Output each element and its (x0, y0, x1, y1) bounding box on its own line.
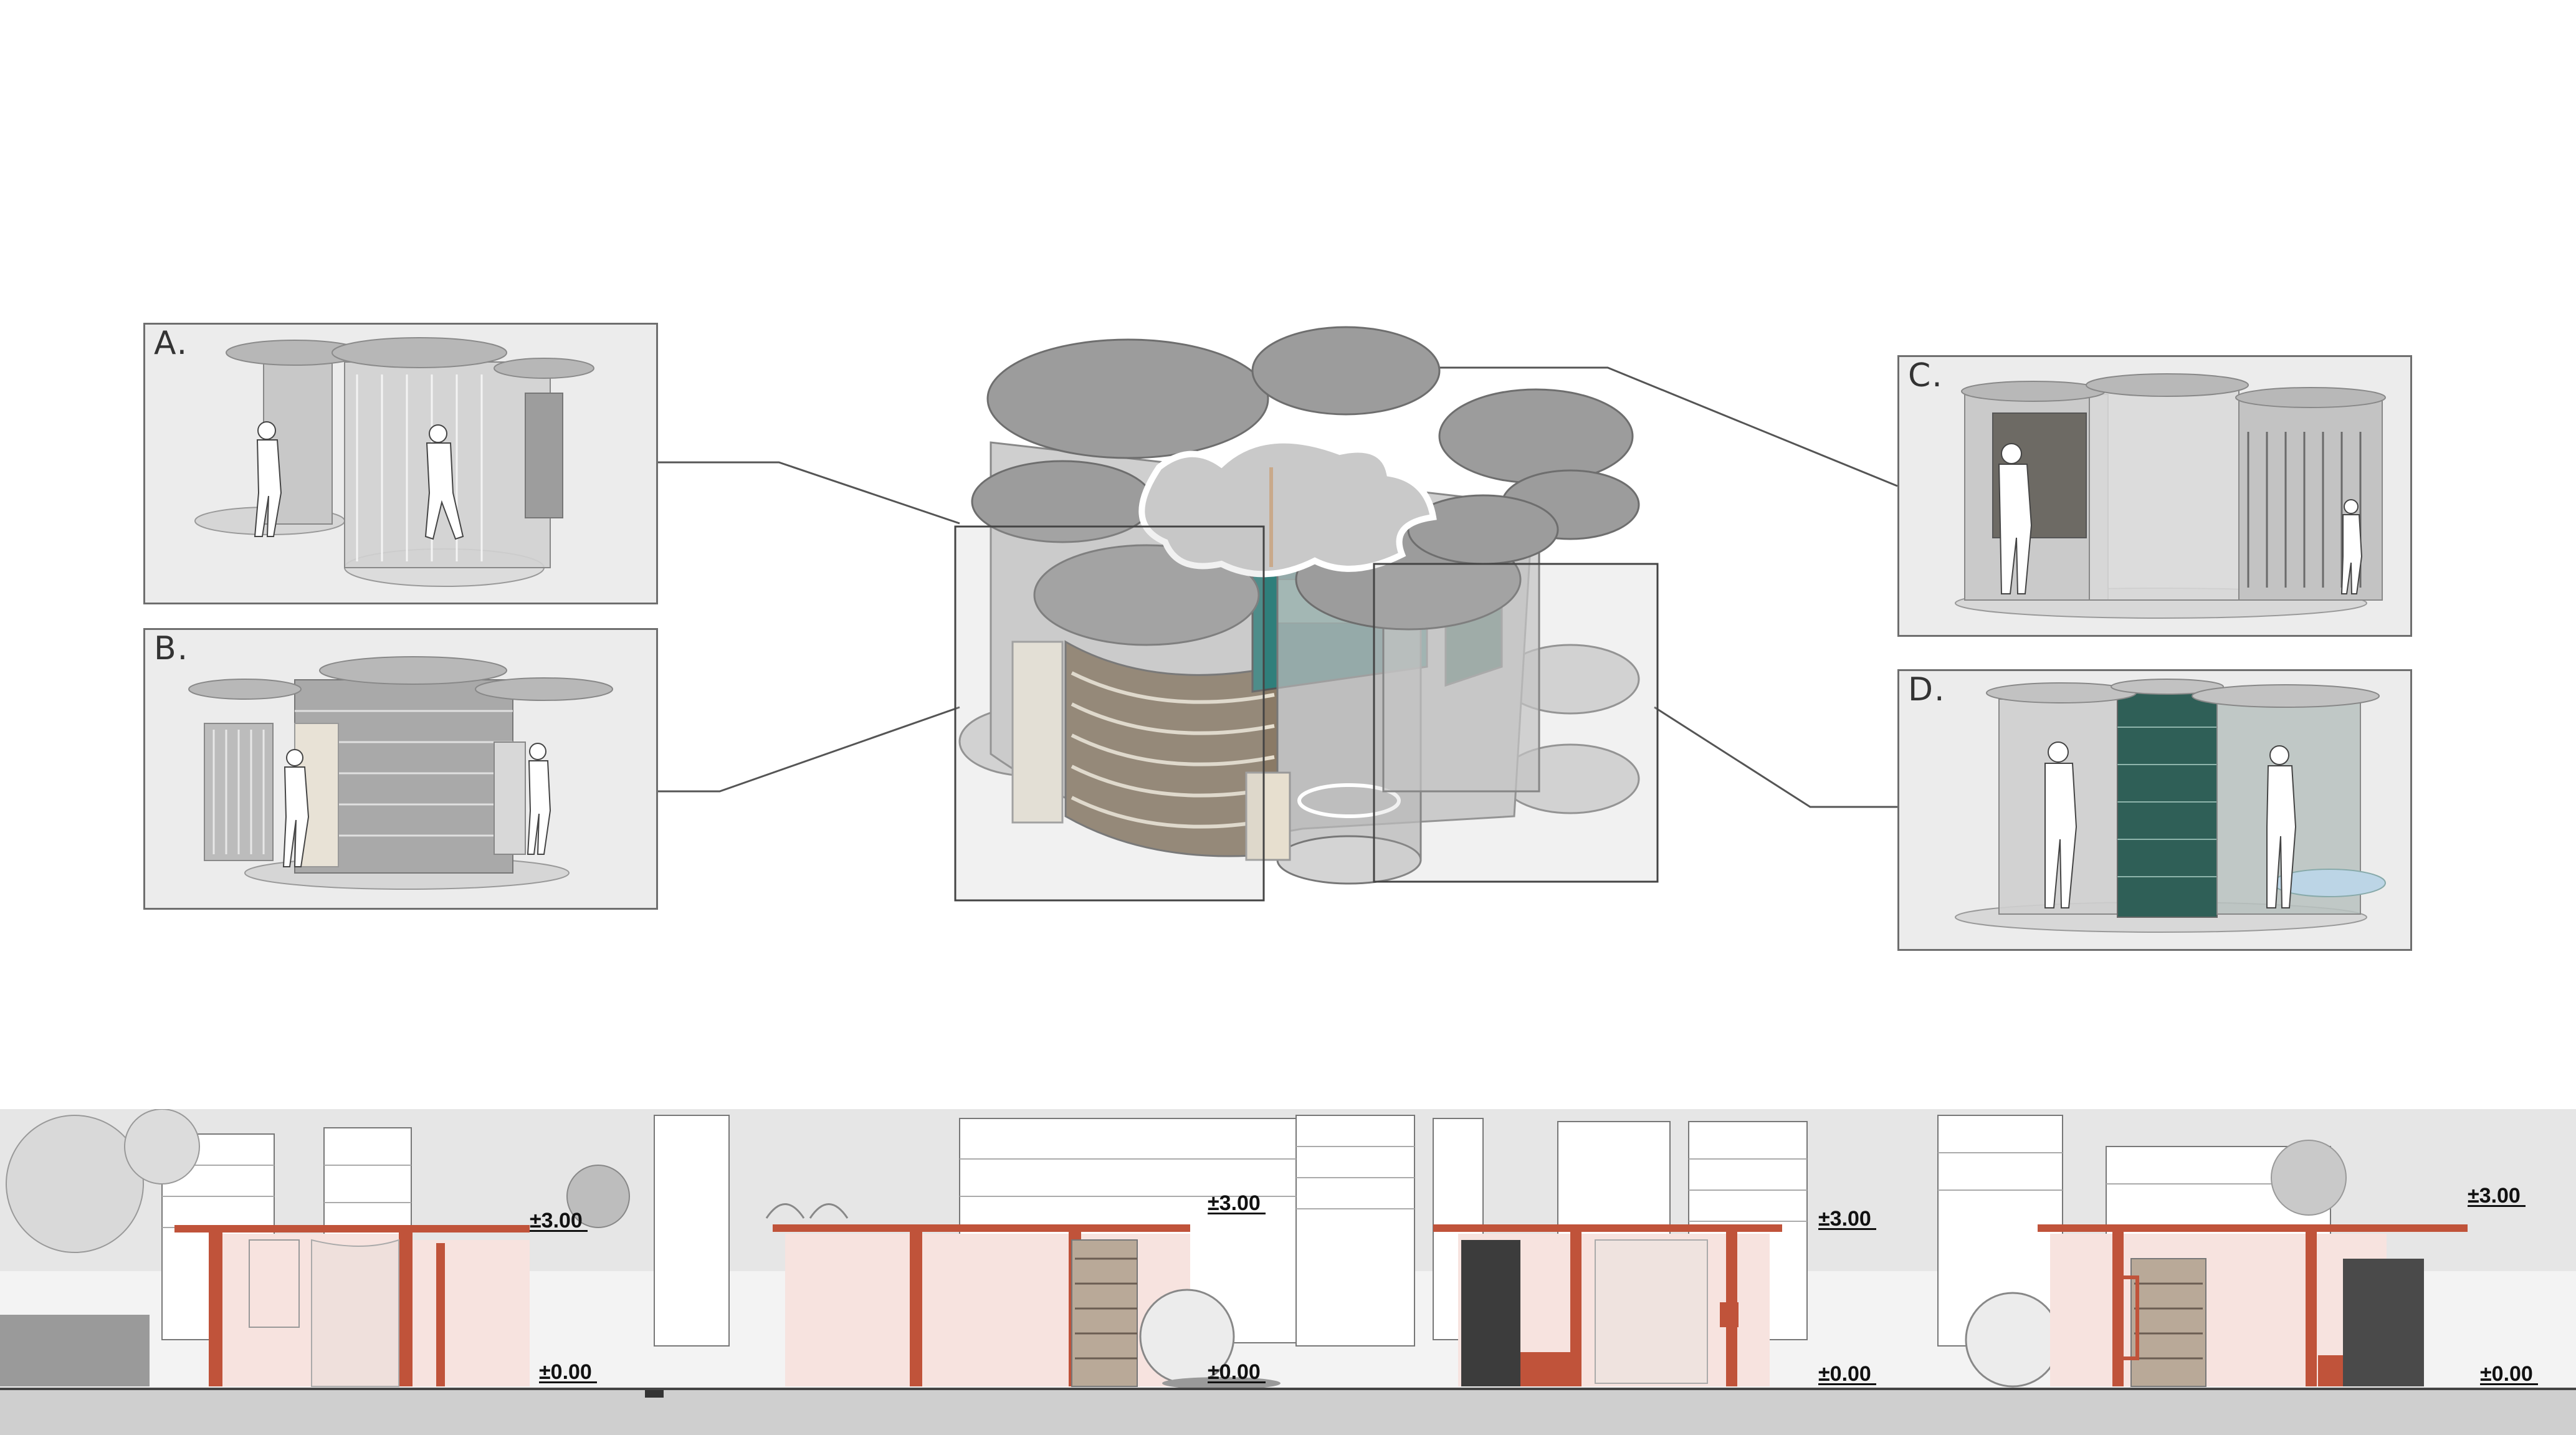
elevation-label-s1-top: ±3.00 (530, 1209, 588, 1232)
panel-label-b: B. (154, 630, 189, 667)
perspective-panel-a: A. (143, 323, 658, 604)
street-sections-strip (0, 1109, 2576, 1435)
elevation-label-s4-bottom: ±0.00 (2480, 1362, 2538, 1386)
elevation-label-s3-bottom: ±0.00 (1818, 1362, 1876, 1386)
panel-label-a: A. (154, 325, 189, 362)
perspective-panel-d: D. (1897, 669, 2412, 951)
elevation-label-s2-top: ±3.00 (1208, 1191, 1266, 1215)
elevation-label-s2-bottom: ±0.00 (1208, 1360, 1266, 1384)
perspective-panel-c: C. (1897, 355, 2412, 637)
section-4 (1937, 1115, 2468, 1388)
central-axonometric-model (954, 326, 1659, 902)
panel-label-c: C. (1908, 357, 1944, 394)
section-3 (1433, 1118, 1808, 1386)
perspective-panel-b: B. (143, 628, 658, 910)
elevation-label-s4-top: ±3.00 (2468, 1184, 2526, 1208)
section-1 (0, 1109, 630, 1387)
panel-label-d: D. (1908, 671, 1946, 708)
pavilion-view-c (1955, 373, 2386, 619)
elevation-label-s1-bottom: ±0.00 (539, 1360, 597, 1384)
elevation-label-s3-top: ±3.00 (1818, 1207, 1876, 1231)
pavilion-view-b (188, 656, 613, 890)
pavilion-view-a (194, 337, 594, 587)
section-2 (654, 1115, 1415, 1390)
pavilion-view-d (1955, 679, 2386, 933)
